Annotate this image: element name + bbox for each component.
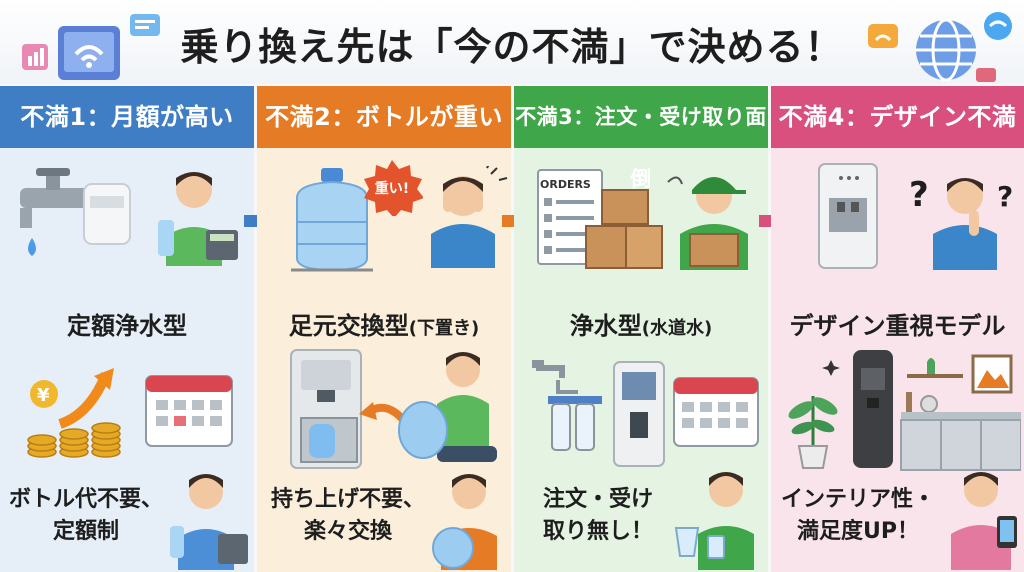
smart-device-icon — [22, 14, 160, 80]
panel-design: 不満4：デザイン不満 ? ? デザイン重視モデル — [771, 86, 1024, 572]
title-bar: 乗り換え先は「今の不満」で決める！ — [0, 0, 1024, 84]
solution-sub: (下置き) — [408, 318, 480, 339]
svg-text:?: ? — [909, 175, 929, 215]
benefit-line-2: 満足度UP！ — [797, 519, 919, 544]
person-smartphone-icon — [951, 472, 1017, 570]
benefit-text: 注文・受け 取り無し！ — [528, 484, 668, 548]
solution-title: 定額浄水型 — [67, 312, 187, 340]
water-server-icon — [818, 163, 878, 269]
panel-header: 不満1：月額が高い — [0, 86, 254, 148]
boxes-icon — [585, 189, 663, 269]
benefit-line-1: 注文・受け — [542, 487, 653, 512]
plant-icon — [788, 360, 840, 469]
solution-title: 足元交換型(下置き) — [257, 306, 511, 341]
benefit-line-1: インテリア性・ — [780, 487, 935, 512]
svg-text:?: ? — [997, 180, 1013, 213]
benefit-line-2: 楽々交換 — [303, 519, 392, 544]
bottom-load-server-icon — [290, 349, 362, 469]
solution-main: 浄水型 — [569, 312, 642, 340]
page-title: 乗り換え先は「今の不満」で決める！ — [180, 25, 844, 69]
person-calculator-icon — [170, 474, 248, 570]
person-calculator-icon — [158, 172, 238, 266]
panel-header: 不満2：ボトルが重い — [257, 86, 511, 148]
panel-ordering-hassle: 不満3：注文・受け取り面倒 ORDERS 浄水型(水道水) — [514, 86, 768, 572]
orders-label: ORDERS — [540, 178, 591, 191]
person-pouring-water-icon — [674, 472, 754, 570]
solution-title: デザイン重視モデル — [789, 312, 1006, 340]
yen-coins-growth-icon: ¥ — [27, 368, 121, 458]
benefit-line-2: 取り無し！ — [542, 519, 653, 544]
panel-header: 不満3：注文・受け取り面倒 — [514, 86, 768, 191]
heavy-badge-icon — [364, 160, 423, 216]
slim-server-icon — [853, 350, 893, 468]
benefit-line-1: ボトル代不要、 — [8, 487, 163, 512]
solution-sub: (水道水) — [641, 318, 713, 339]
faucet-filter-icon — [20, 168, 131, 256]
faucet-filter-server-icon — [532, 360, 665, 467]
person-kneeling-bottle-icon — [398, 352, 497, 462]
benefit-text: 持ち上げ不要、 楽々交換 — [263, 484, 433, 548]
panel-heavy-bottle: 不満2：ボトルが重い 重い! 足元交換型(下置き) — [257, 86, 511, 572]
heavy-badge-text: 重い! — [374, 181, 410, 197]
svg-text:¥: ¥ — [37, 385, 50, 406]
benefit-line-1: 持ち上げ不要、 — [270, 487, 425, 512]
benefit-line-2: 定額制 — [52, 519, 119, 544]
calendar-icon — [673, 377, 759, 447]
panel-monthly-cost: 不満1：月額が高い 定額浄水型 ¥ — [0, 86, 254, 572]
panel-header: 不満4：デザイン不満 — [771, 86, 1024, 148]
water-bottle-icon — [291, 168, 373, 272]
globe-icon — [868, 12, 1012, 82]
kitchen-interior-icon — [900, 354, 1021, 471]
solution-title: 浄水型(水道水) — [514, 306, 768, 341]
solution-main: 足元交換型 — [288, 312, 409, 340]
benefit-text: インテリア性・ 満足度UP！ — [773, 484, 943, 548]
calendar-icon — [145, 375, 233, 447]
benefit-text: ボトル代不要、 定額制 — [6, 484, 166, 548]
person-holding-bottle-icon — [432, 474, 497, 570]
stressed-person-icon — [431, 166, 508, 268]
delivery-person-icon — [667, 176, 748, 270]
thinking-person-icon: ? ? — [909, 175, 1013, 270]
